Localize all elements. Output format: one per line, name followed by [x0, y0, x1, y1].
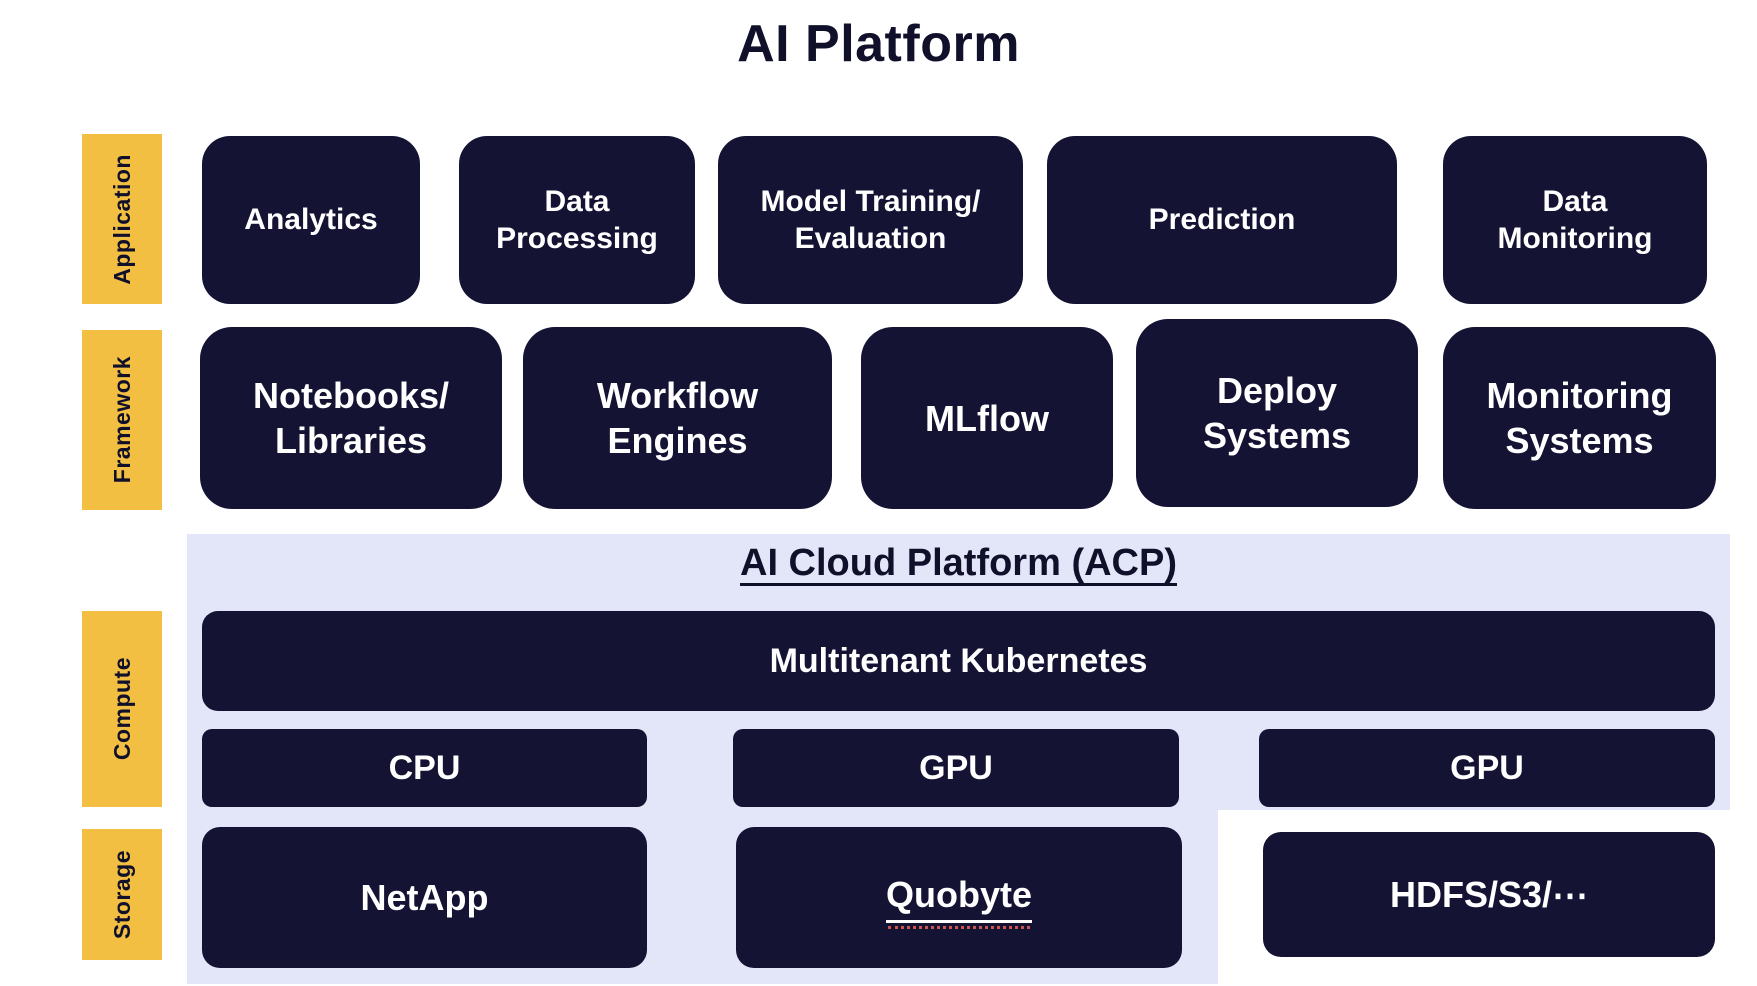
hdfs-s3-box: HDFS/S3/⋯	[1263, 832, 1715, 957]
data-monitoring-box: Data Monitoring	[1443, 136, 1707, 304]
gpu-box-2: GPU	[1259, 729, 1715, 807]
quobyte-box: Quobyte	[736, 827, 1182, 968]
framework-layer-label-text: Framework	[108, 356, 135, 484]
notebooks-libraries-box: Notebooks/ Libraries	[200, 327, 502, 509]
application-layer-label-text: Application	[108, 153, 135, 285]
mlflow-box: MLflow	[861, 327, 1113, 509]
workflow-engines-box: Workflow Engines	[523, 327, 832, 509]
cpu-box: CPU	[202, 729, 647, 807]
netapp-box: NetApp	[202, 827, 647, 968]
analytics-box: Analytics	[202, 136, 420, 304]
deploy-systems-box: Deploy Systems	[1136, 319, 1418, 507]
storage-layer-label-text: Storage	[108, 849, 135, 940]
compute-layer-label-text: Compute	[108, 657, 135, 761]
gpu-box-1: GPU	[733, 729, 1179, 807]
application-layer-label: Application	[82, 134, 162, 304]
page-title: AI Platform	[737, 15, 1020, 73]
quobyte-label: Quobyte	[885, 872, 1032, 929]
compute-layer-label: Compute	[82, 611, 162, 807]
data-processing-box: Data Processing	[459, 136, 695, 304]
prediction-box: Prediction	[1047, 136, 1397, 304]
storage-layer-label: Storage	[82, 829, 162, 960]
framework-layer-label: Framework	[82, 330, 162, 510]
model-training-evaluation-box: Model Training/ Evaluation	[718, 136, 1023, 304]
multitenant-kubernetes-box: Multitenant Kubernetes	[202, 611, 1715, 711]
acp-title: AI Cloud Platform (ACP)	[740, 542, 1177, 584]
monitoring-systems-box: Monitoring Systems	[1443, 327, 1716, 509]
